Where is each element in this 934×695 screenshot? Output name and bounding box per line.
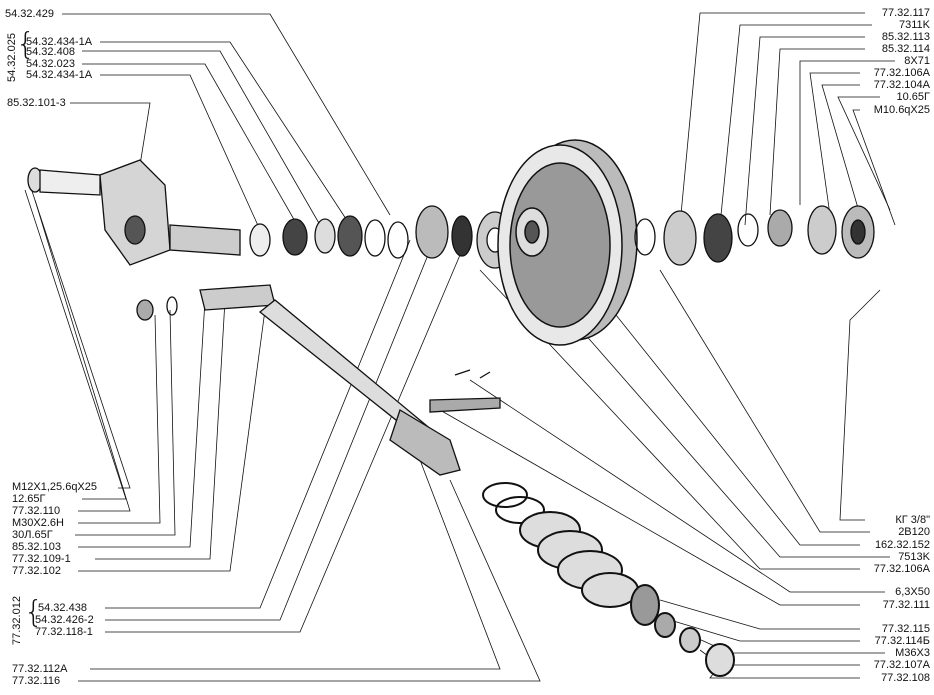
part-label: 77.32.116: [12, 675, 61, 687]
part-label: M36X3: [895, 647, 930, 659]
springs: [482, 482, 735, 677]
part-label: 77.32.111: [882, 599, 930, 611]
part-label: 54.32.438: [38, 602, 87, 614]
part-label: 77.32.115: [881, 623, 930, 635]
leader-lines: [24, 12, 896, 682]
part-label: 77.32.106A: [873, 67, 930, 79]
part-label: 77.32.108: [881, 672, 930, 684]
part-label: 54.32.429: [5, 8, 54, 20]
part-label: 77.32.118-1: [35, 626, 93, 638]
group-brace: {: [16, 27, 36, 62]
part-label: M12X1,25.6qX25: [12, 481, 98, 493]
part-label: 77.32.117: [881, 7, 930, 19]
part-label: 77.32.102: [12, 565, 61, 577]
part-label: 77.32.114Б: [874, 635, 930, 647]
part-label: 54.32.434-1A: [26, 69, 93, 81]
flywheel: [497, 139, 638, 346]
part-label: 6,3X50: [895, 586, 930, 598]
part-label: 77.32.109-1: [12, 553, 71, 565]
part-label: 85.32.103: [12, 541, 61, 553]
group-brace: {: [24, 595, 44, 630]
part-label: КГ 3/8": [895, 514, 930, 526]
shaft-assembly: [27, 159, 514, 269]
part-label: 7513K: [898, 551, 930, 563]
group-label: 77.32.012: [11, 596, 23, 645]
part-label: 7311K: [899, 19, 930, 31]
part-label: 54.32.023: [26, 58, 75, 70]
part-label: 85.32.101-3: [7, 97, 66, 109]
part-label: 54.32.434-1A: [26, 36, 93, 48]
part-label: 85.32.113: [881, 31, 930, 43]
part-label: 8X71: [904, 55, 930, 67]
spring-rod-assembly: [136, 284, 501, 476]
part-label: 54.32.426-2: [35, 614, 94, 626]
part-label: M10.6qX25: [873, 104, 930, 116]
part-label: 77.32.104A: [873, 79, 930, 91]
part-label: 12.65Г: [12, 493, 46, 505]
part-label: 54.32.408: [26, 46, 75, 58]
part-label: 77.32.107A: [873, 659, 930, 671]
part-label: 77.32.106A: [873, 563, 930, 575]
part-label: 10.65Г: [896, 91, 930, 103]
right-hub-parts: [634, 205, 875, 266]
part-label: 30Л.65Г: [12, 529, 53, 541]
part-label: 77.32.110: [12, 505, 61, 517]
part-label: M30X2.6H: [12, 517, 64, 529]
part-label: 162.32.152: [874, 539, 930, 551]
part-label: 2В120: [898, 526, 930, 538]
part-label: 85.32.114: [881, 43, 930, 55]
part-label: 77.32.112A: [12, 663, 68, 675]
